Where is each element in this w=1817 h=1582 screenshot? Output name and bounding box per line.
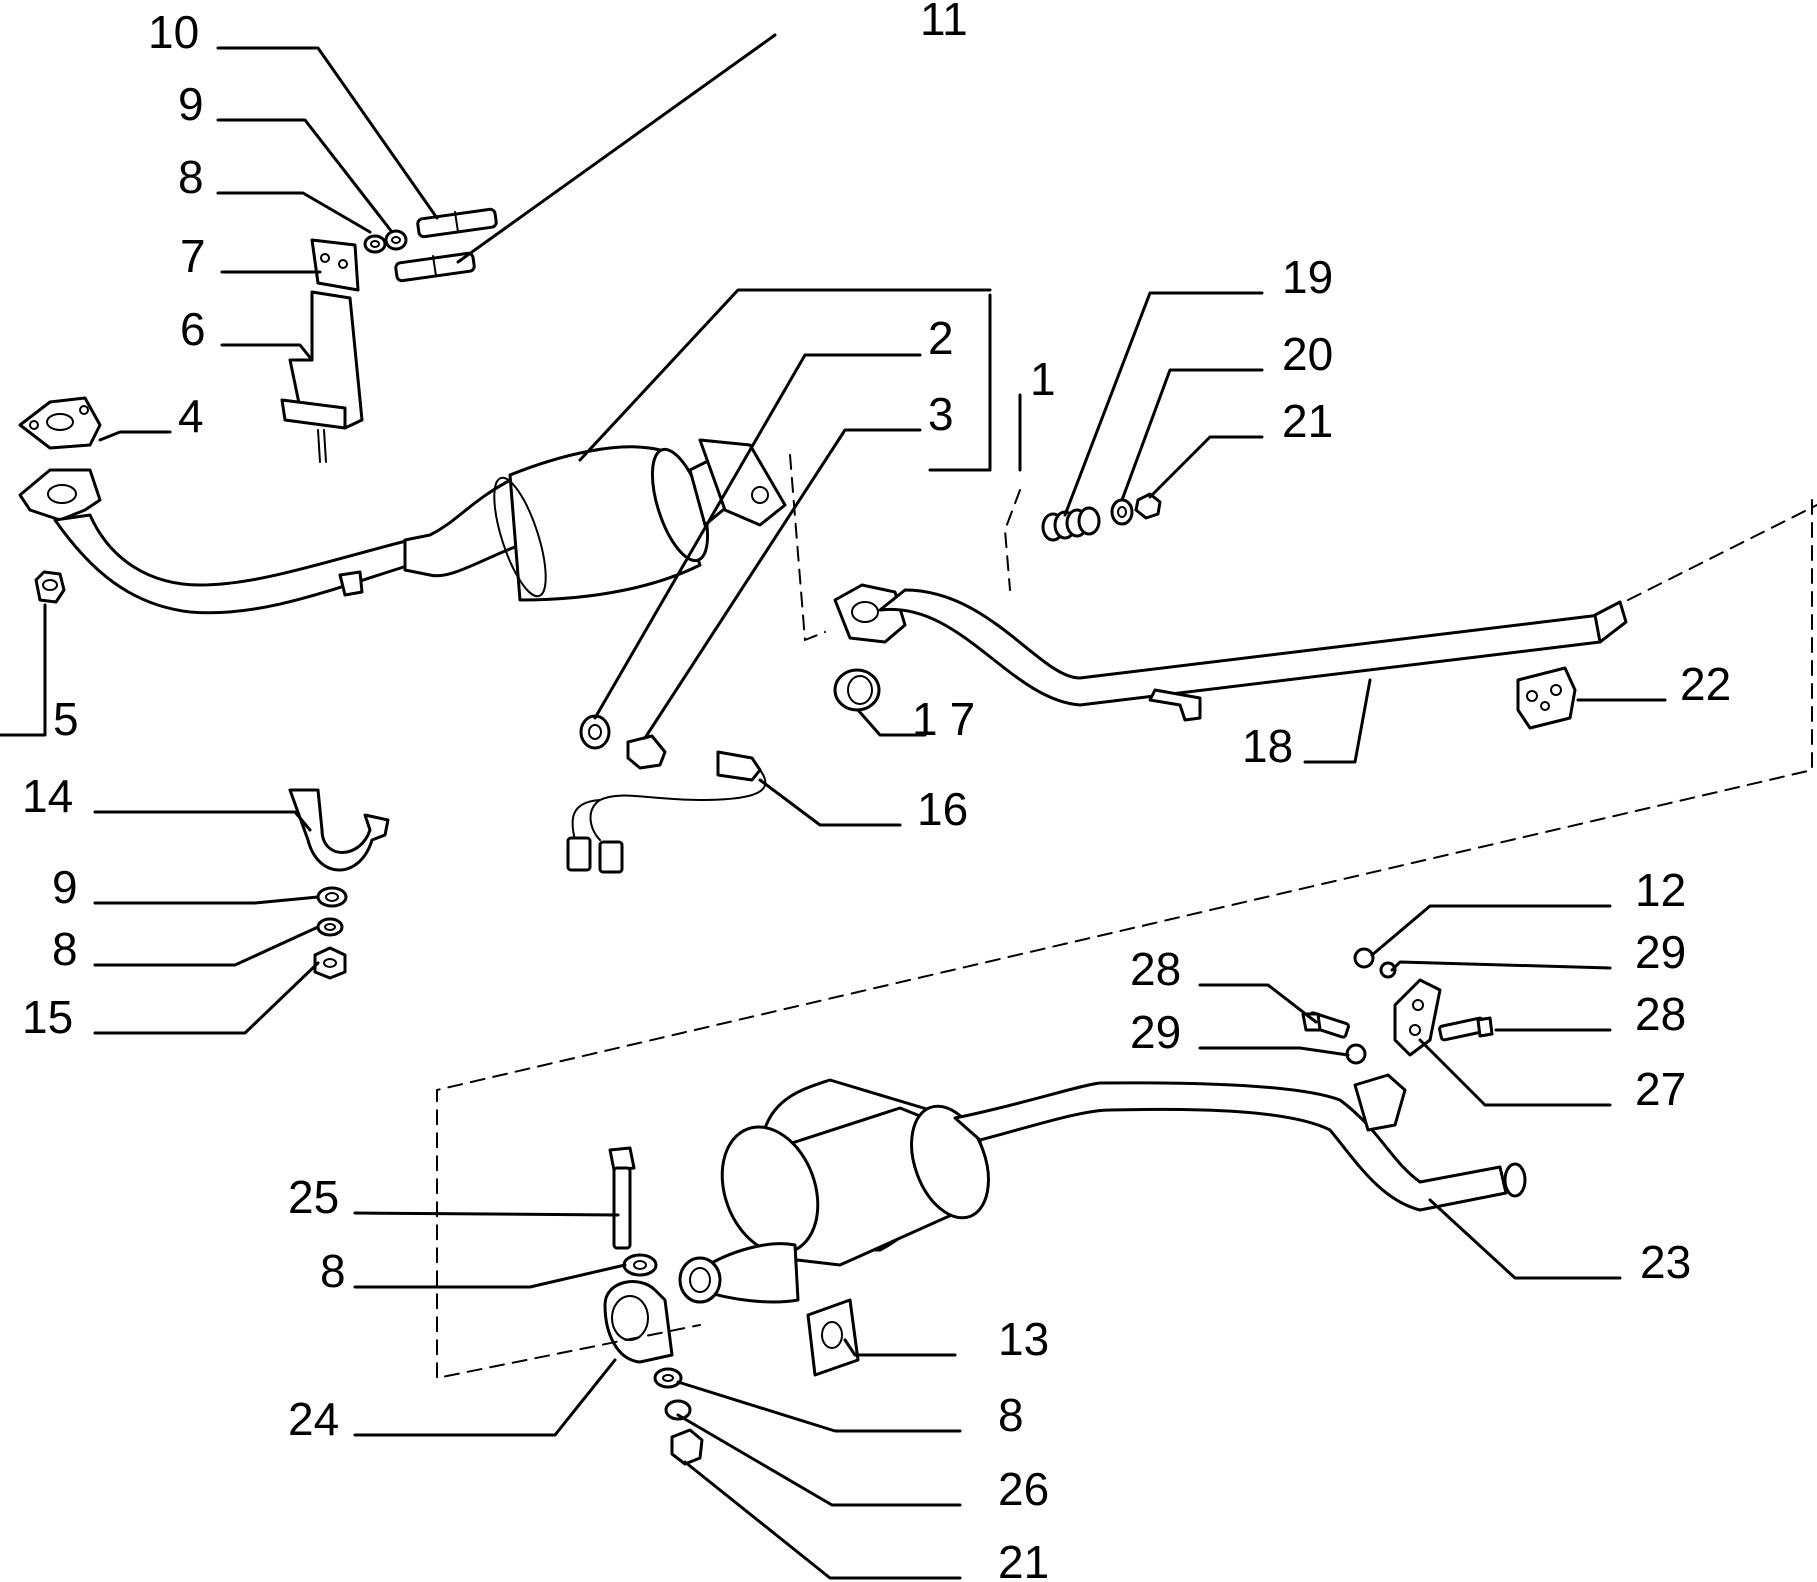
callout-29-left: 29	[1130, 1006, 1181, 1058]
part-washer-29-right	[1379, 961, 1397, 979]
part-stud-10	[416, 207, 498, 239]
callout-12: 12	[1635, 864, 1686, 916]
part-washer-8-lower-a	[622, 1253, 658, 1277]
callout-6: 6	[180, 303, 206, 355]
part-washer-8-top	[363, 234, 387, 254]
callout-9: 9	[178, 78, 204, 130]
callout-19: 19	[1282, 251, 1333, 303]
callout-labels: 10 11 9 8 7 6 4 5 2 1 3 19 20 21 17 18 2…	[22, 0, 1731, 1582]
callout-15: 15	[22, 991, 73, 1043]
part-nut-5	[34, 570, 66, 604]
callout-20: 20	[1282, 328, 1333, 380]
callout-13: 13	[998, 1313, 1049, 1365]
part-plug-3	[626, 734, 667, 770]
callout-21: 21	[1282, 395, 1333, 447]
part-washer-8-left	[316, 917, 344, 937]
part-washer-20	[1110, 498, 1134, 526]
part-bracket-6-7	[280, 238, 364, 463]
part-lock-washer-26	[664, 1399, 692, 1421]
part-washer-8-lower-b	[653, 1367, 683, 1389]
callout-1: 1	[1030, 353, 1056, 405]
callout-28-right: 28	[1635, 988, 1686, 1040]
part-intermediate-pipe-18	[833, 583, 1628, 722]
callout-8-lower-right: 8	[998, 1389, 1024, 1441]
assembly-outline-rear	[436, 499, 1817, 1379]
callout-22: 22	[1680, 658, 1731, 710]
callout-23: 23	[1640, 1236, 1691, 1288]
callout-17: 17	[912, 693, 987, 745]
part-washer-9-left	[316, 886, 348, 908]
assembly-outline-front	[789, 454, 1021, 641]
callout-10: 10	[148, 6, 199, 58]
callout-25: 25	[288, 1171, 339, 1223]
part-washer-9-top	[384, 229, 408, 251]
part-sealing-washer-2	[579, 714, 611, 750]
part-stud-11	[394, 251, 476, 283]
callout-9-left: 9	[52, 861, 78, 913]
part-lambda-sensor-16	[566, 750, 767, 874]
part-nut-15	[313, 946, 347, 980]
callout-14: 14	[22, 770, 73, 822]
leader-lines	[0, 33, 1667, 1580]
callout-27: 27	[1635, 1063, 1686, 1115]
part-front-pipe-catalyst-1	[18, 438, 787, 615]
callout-8-left: 8	[52, 923, 78, 975]
callout-2: 2	[928, 312, 954, 364]
part-bolt-28-left	[1301, 1011, 1350, 1039]
callout-8: 8	[178, 151, 204, 203]
callout-11: 11	[920, 0, 968, 45]
callout-4: 4	[178, 390, 204, 442]
callout-5: 5	[53, 693, 79, 745]
part-bolt-25	[608, 1146, 636, 1250]
part-bracket-27	[1393, 978, 1442, 1057]
part-clamp-14	[288, 788, 390, 872]
part-gasket-4	[18, 396, 102, 450]
callout-29-right: 29	[1635, 926, 1686, 978]
part-bolt-28-right	[1438, 1016, 1494, 1042]
part-nut-12	[1353, 947, 1375, 969]
callout-16: 16	[917, 783, 968, 835]
callout-28-left: 28	[1130, 943, 1181, 995]
part-spring-19	[1041, 506, 1101, 542]
callout-24: 24	[288, 1393, 339, 1445]
part-nut-21-lower	[670, 1428, 704, 1466]
callout-18: 18	[1242, 720, 1293, 772]
part-rubber-pad-13	[806, 1298, 860, 1377]
part-washer-29-left	[1345, 1043, 1367, 1065]
part-rear-muffler-23	[678, 1073, 1527, 1304]
part-clamp-bracket-24	[603, 1280, 674, 1364]
part-rubber-mount-22	[1516, 666, 1577, 730]
callout-3: 3	[928, 388, 954, 440]
callout-26: 26	[998, 1463, 1049, 1515]
callout-21-lower: 21	[998, 1536, 1049, 1582]
part-seal-ring-17	[833, 668, 881, 712]
part-nut-21-top	[1134, 492, 1162, 520]
callout-8-lower-left: 8	[320, 1245, 346, 1297]
callout-7: 7	[180, 230, 206, 282]
